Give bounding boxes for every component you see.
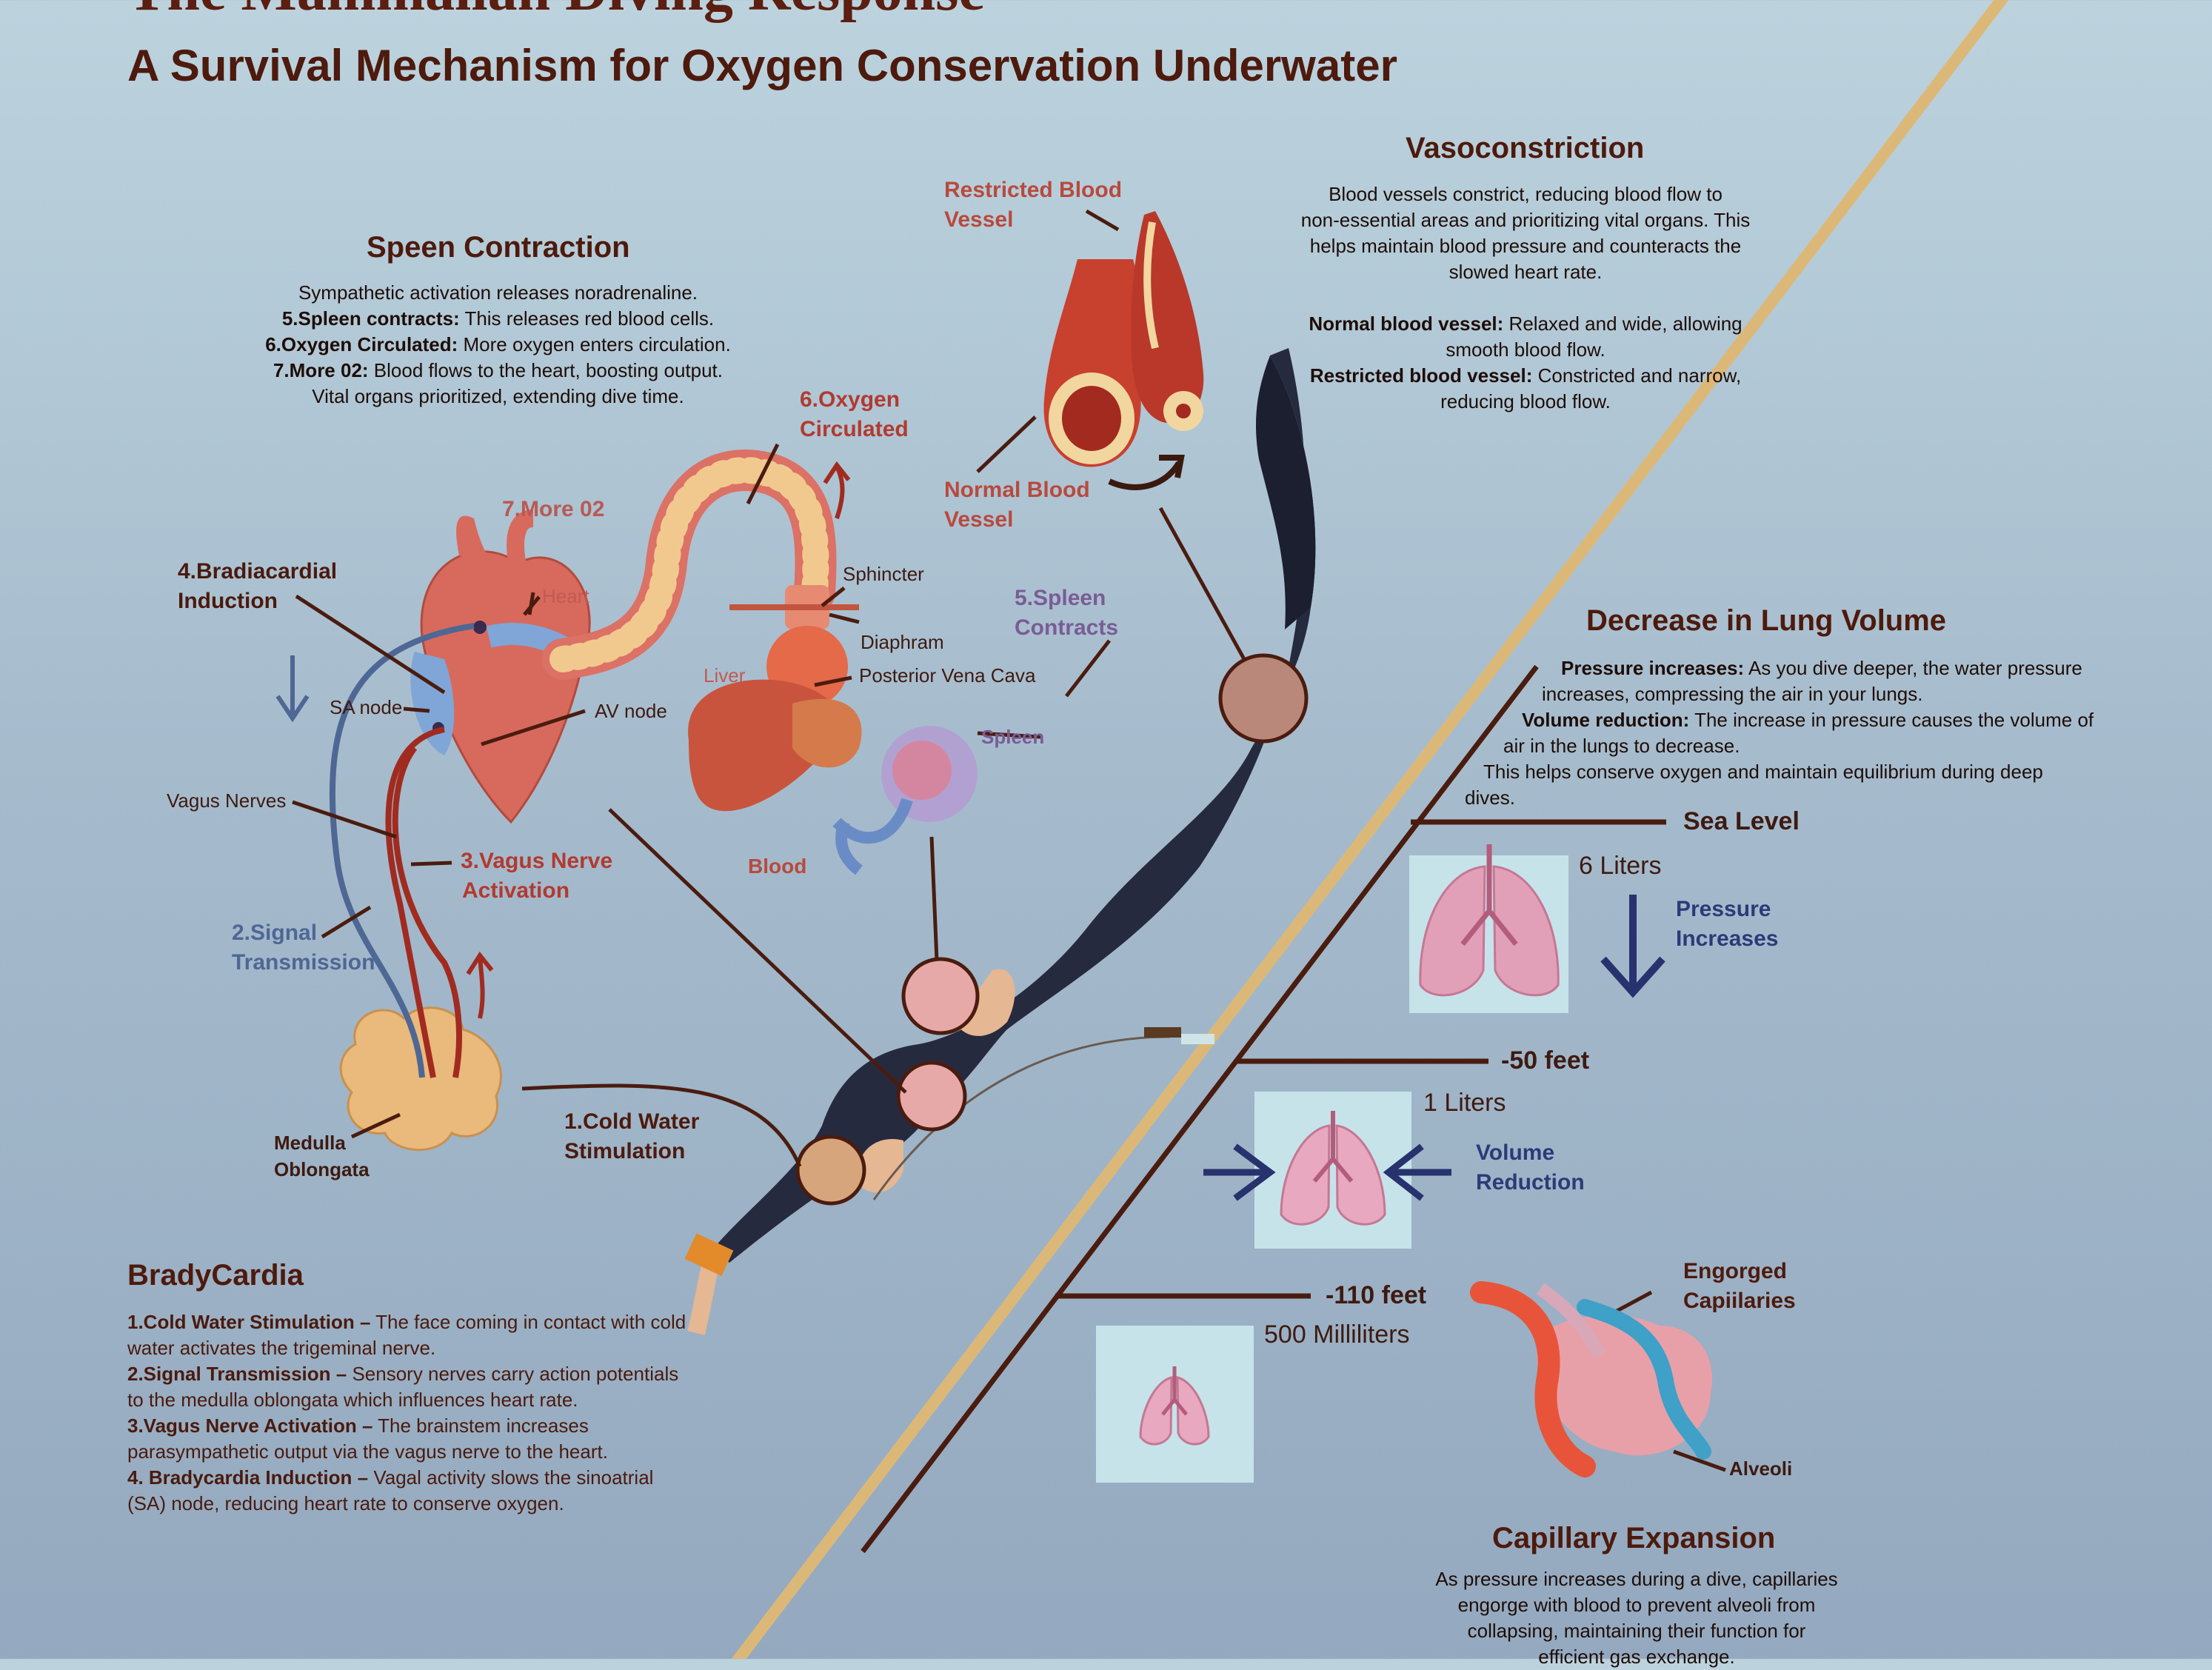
depth-scale	[861, 664, 1666, 1554]
more02-label: 7.More 02	[502, 497, 605, 521]
vagus-nerves-label: Vagus Nerves	[167, 789, 287, 812]
volume-1l: 1 Liters	[1423, 1089, 1506, 1117]
pressure-down-arrow	[1600, 895, 1665, 998]
bradycardia-heading: BradyCardia	[127, 1259, 304, 1292]
capillary-illustration	[1470, 1281, 1712, 1477]
blood-vessels-illustration	[1043, 211, 1204, 490]
liver-spleen-illustration	[688, 626, 978, 875]
alveoli-label: Alveoli	[1729, 1457, 1793, 1480]
diver-illustration	[684, 348, 1316, 1335]
heart-label: Heart	[542, 585, 589, 607]
page-subtitle: A Survival Mechanism for Oxygen Conserva…	[127, 41, 1397, 90]
lung-50ft	[1254, 1092, 1411, 1249]
compression-arrows	[1203, 1143, 1451, 1201]
medulla-illustration	[339, 1006, 502, 1151]
depth-110-label: -110 feet	[1326, 1281, 1427, 1309]
volume-6l: 6 Liters	[1579, 852, 1662, 880]
conserve-line2: dives.	[1465, 786, 1515, 809]
sphincter-label: Sphincter	[843, 563, 924, 585]
surface-rope	[731, 0, 2009, 1659]
page-title: The Mammalian Diving Response	[127, 0, 985, 24]
av-node-label: AV node	[595, 700, 667, 722]
volume-500ml: 500 Milliliters	[1264, 1320, 1410, 1349]
depth-50-label: -50 feet	[1501, 1046, 1590, 1075]
capillary-heading: Capillary Expansion	[1492, 1522, 1776, 1554]
pressure-line1: Pressure increases: As you dive deeper, …	[1561, 657, 2082, 679]
spleen-text: Sympathetic activation releases noradren…	[265, 281, 731, 407]
pressure-line2: increases, compressing the air in your l…	[1542, 683, 1923, 705]
spleen-heading: Speen Contraction	[367, 231, 630, 264]
downward-arrow	[275, 655, 310, 723]
upward-arrow	[466, 951, 494, 1019]
capillary-text: As pressure increases during a dive, cap…	[1435, 1568, 1838, 1668]
zoom-circles	[795, 653, 1309, 1206]
circulation-tube	[542, 450, 859, 680]
liver-label: Liver	[704, 664, 746, 687]
vasoconstriction-heading: Vasoconstriction	[1406, 132, 1645, 164]
lung-volume-heading: Decrease in Lung Volume	[1586, 604, 1947, 637]
lung-110ft	[1096, 1326, 1254, 1483]
diaphram-label: Diaphram	[861, 631, 944, 653]
conserve-line1: This helps conserve oxygen and maintain …	[1483, 761, 2043, 783]
volume-line1: Volume reduction: The increase in pressu…	[1522, 709, 2094, 731]
spleen-label: Spleen	[981, 726, 1045, 748]
heart-illustration	[410, 510, 591, 824]
vasoconstriction-text: Blood vessels constrict, reducing blood …	[1300, 183, 1751, 413]
lung-sea-level	[1409, 844, 1568, 1013]
posterior-vena-cava-label: Posterior Vena Cava	[859, 664, 1036, 687]
oxygen-arrow	[823, 461, 851, 519]
bradycardia-text: 1.Cold Water Stimulation – The face comi…	[127, 1311, 686, 1514]
sa-node-label: SA node	[330, 696, 403, 718]
volume-line2: air in the lungs to decrease.	[1503, 735, 1740, 757]
blood-label: Blood	[748, 855, 807, 878]
sea-level-label: Sea Level	[1683, 807, 1800, 835]
